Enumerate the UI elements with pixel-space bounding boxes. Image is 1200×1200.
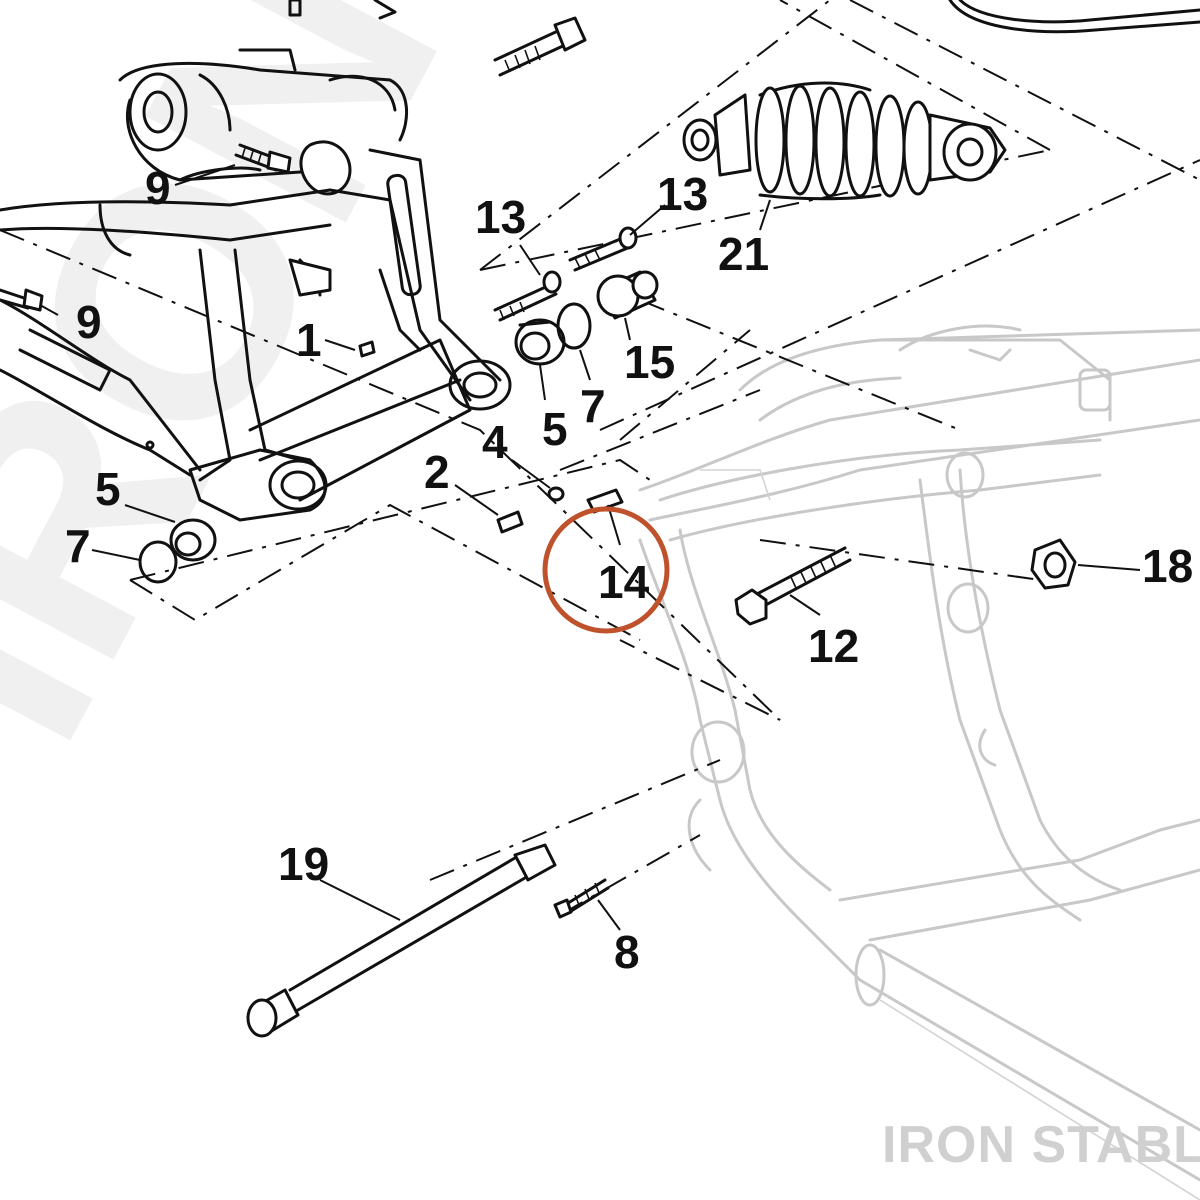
pin-14	[586, 488, 624, 514]
callout-18: 18	[1142, 540, 1193, 592]
callout-8: 8	[614, 926, 640, 978]
callout-1: 1	[296, 314, 322, 366]
callout-9-left: 9	[76, 296, 102, 348]
highlight-circle-14	[542, 506, 670, 634]
callout-4: 4	[482, 416, 508, 468]
bolt-9-left	[0, 288, 44, 312]
callout-9-upper: 9	[145, 162, 171, 214]
callout-7-lower: 7	[65, 520, 91, 572]
bolt-13-lower	[493, 270, 562, 322]
callout-14: 14	[598, 556, 650, 608]
shock-21	[682, 81, 1007, 201]
axle-19	[246, 843, 557, 1038]
bearing-5-lower	[169, 518, 217, 562]
bolt-8	[553, 878, 610, 919]
washer-4	[547, 486, 565, 502]
parts	[0, 0, 1200, 1038]
screw-2	[496, 510, 524, 534]
callout-19: 19	[278, 838, 329, 890]
callout-15: 15	[624, 336, 675, 388]
nut-18	[1030, 538, 1077, 590]
callout-2: 2	[424, 446, 450, 498]
callout-7-upper: 7	[580, 380, 606, 432]
ring-7-upper	[556, 302, 592, 350]
callout-21: 21	[718, 228, 769, 280]
swingarm	[0, 48, 512, 522]
callout-12: 12	[808, 620, 859, 672]
bearing-5-upper	[514, 318, 566, 366]
ring-7-lower	[138, 540, 178, 584]
callout-13-lower: 13	[475, 191, 526, 243]
bolt-12	[734, 546, 852, 626]
callout-5-lower: 5	[95, 463, 121, 515]
brand-logo-text: IRON STABLE	[882, 1116, 1200, 1174]
leader-lines	[39, 164, 1141, 931]
callouts: 1 2 4 5 5 7 7 8 9 9 12 13 13 14 15 18 19…	[65, 162, 1193, 978]
spacer-15	[596, 270, 659, 320]
callout-5-upper: 5	[542, 403, 568, 455]
bolt-top	[493, 16, 587, 77]
bolt-9-upper	[234, 143, 292, 174]
callout-13-upper: 13	[657, 168, 708, 220]
frame-ghost	[638, 324, 1200, 1200]
